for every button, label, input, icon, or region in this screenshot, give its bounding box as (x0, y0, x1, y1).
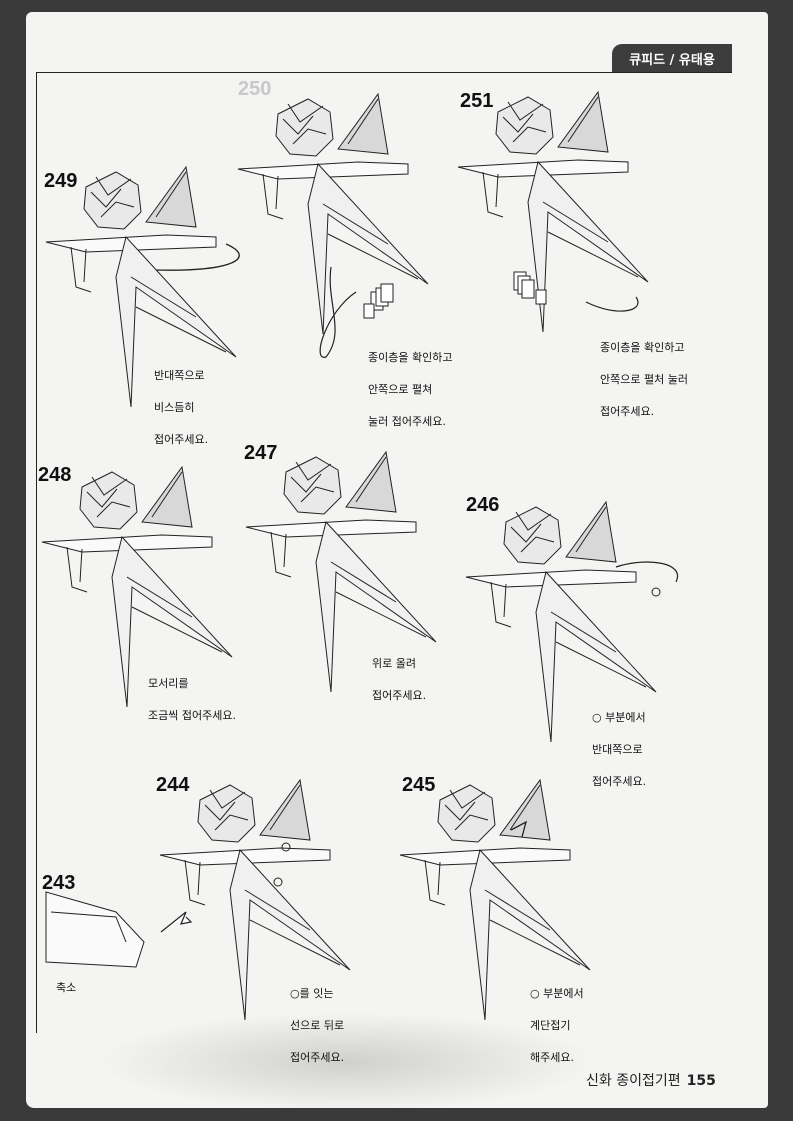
caption-247: 위로 올려 접어주세요. (372, 657, 427, 702)
caption-246: ○ 부분에서 반대쪽으로 접어주세요. (592, 711, 647, 788)
page-footer: 신화 종이접기편 155 (586, 1070, 716, 1090)
fold-arrow-icon (585, 296, 639, 312)
fold-arrow-icon (510, 820, 528, 838)
diagram-248 (41, 466, 233, 708)
step-number-245: 245 (402, 774, 436, 796)
caption-248: 모서리를 조금씩 접어주세요. (148, 677, 236, 722)
caption-249: 반대쪽으로 비스듬히 접어주세요. (154, 369, 209, 446)
step-number-250: 250 (238, 78, 272, 100)
diagram-249 (45, 166, 237, 408)
page-shadow (96, 1012, 596, 1108)
step-number-247: 247 (244, 442, 278, 464)
caption-251: 종이층을 확인하고 안쪽으로 펼처 눌러 접어주세요. (600, 341, 688, 418)
point-marker-icon (273, 877, 283, 887)
section-tab: 큐피드 / 유태용 (612, 44, 732, 72)
step-number-243: 243 (42, 872, 76, 894)
diagram-251 (457, 91, 649, 333)
diagram-244 (159, 779, 351, 1021)
step-number-249: 249 (44, 170, 78, 192)
diagram-243 (45, 891, 145, 968)
book-title: 신화 종이접기편 (586, 1073, 681, 1089)
origami-diagrams (41, 91, 679, 1021)
arrow-icon (160, 911, 193, 933)
page-frame (36, 72, 732, 1033)
page-number: 155 (686, 1073, 716, 1089)
caption-243: 축소 (56, 981, 77, 994)
book-page: 큐피드 / 유태용 249 250 251 248 247 246 244 24… (26, 12, 768, 1108)
caption-245: ○ 부분에서 계단접기 해주세요. (530, 987, 584, 1064)
diagram-245 (399, 779, 591, 1021)
point-marker-icon (281, 842, 291, 852)
caption-250: 종이층을 확인하고 안쪽으로 펼쳐 눌러 접어주세요. (368, 351, 453, 428)
step-number-251: 251 (460, 90, 494, 112)
diagram-247 (245, 451, 437, 693)
fold-arrow-icon (319, 266, 357, 358)
paper-layers-icon (363, 283, 394, 319)
caption-244: ○를 잇는 선으로 뒤로 접어주세요. (290, 987, 345, 1064)
diagram-246 (465, 501, 657, 743)
fold-arrow-icon (615, 561, 679, 583)
step-number-244: 244 (156, 774, 190, 796)
paper-layers-icon (513, 271, 547, 305)
step-number-246: 246 (466, 494, 500, 516)
step-number-248: 248 (38, 464, 72, 486)
fold-arrow-icon (155, 243, 240, 271)
point-marker-icon (651, 587, 661, 597)
diagram-250 (237, 93, 429, 335)
